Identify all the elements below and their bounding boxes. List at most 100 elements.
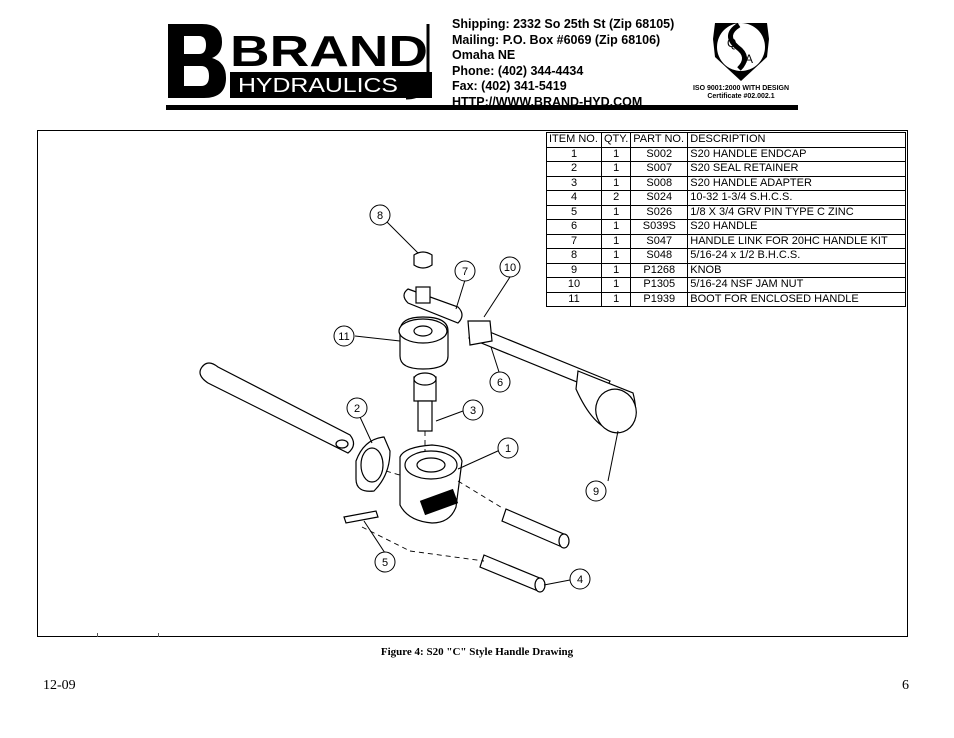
- page-number: 6: [902, 678, 909, 693]
- bom-item-no: 2: [546, 161, 602, 177]
- bom-part-no: S008: [630, 175, 689, 191]
- footer-date: 12-09: [43, 678, 76, 693]
- bom-item-no: 6: [546, 219, 602, 235]
- bom-qty: 1: [600, 219, 632, 235]
- balloon-3: 3: [462, 399, 484, 421]
- bom-header-row: ITEM NO. QTY. PART NO. DESCRIPTION: [546, 132, 907, 148]
- svg-text:4: 4: [577, 574, 583, 586]
- frame-tick: [158, 633, 159, 637]
- mailing-address: Mailing: P.O. Box #6069 (Zip 68106): [452, 32, 661, 47]
- brand-wordmark: BRAND: [230, 27, 428, 76]
- svg-text:10: 10: [504, 262, 516, 274]
- bom-description: 5/16-24 NSF JAM NUT: [687, 277, 907, 293]
- bom-qty: 1: [600, 161, 632, 177]
- svg-text:2: 2: [354, 403, 360, 415]
- balloon-2: 2: [346, 397, 368, 419]
- bom-description: 10-32 1-3/4 S.H.C.S.: [687, 190, 907, 206]
- svg-text:8: 8: [377, 210, 383, 222]
- svg-text:11: 11: [338, 331, 349, 343]
- bom-part-no: P1268: [630, 262, 689, 278]
- bom-part-no: P1305: [630, 277, 689, 293]
- balloon-11: 11: [333, 325, 355, 347]
- bom-item-no: 7: [546, 233, 602, 249]
- city-state: Omaha NE: [452, 48, 516, 62]
- bom-description: HANDLE LINK FOR 20HC HANDLE KIT: [687, 233, 907, 249]
- iso-line-2: Certificate #02.002.1: [707, 93, 775, 100]
- item-balloons: 8 7 10 11 6 2 3 1 9 5 4: [333, 204, 607, 590]
- qa-letter-a: A: [745, 52, 753, 66]
- qa-seal-icon: Q A: [713, 22, 769, 81]
- balloon-5: 5: [374, 551, 396, 573]
- bom-qty: 1: [600, 204, 632, 220]
- brand-subtitle: HYDRAULICS: [238, 75, 398, 97]
- frame-bottom-left: [37, 636, 334, 637]
- balloon-1: 1: [497, 437, 519, 459]
- bom-description: KNOB: [687, 262, 907, 278]
- svg-text:3: 3: [470, 405, 476, 417]
- bom-qty: 1: [600, 175, 632, 191]
- bom-item-no: 11: [546, 291, 602, 307]
- bom-description: 1/8 X 3/4 GRV PIN TYPE C ZINC: [687, 204, 907, 220]
- fax-number: Fax: (402) 341-5419: [452, 79, 567, 93]
- bom-part-no: S039S: [630, 219, 689, 235]
- svg-text:6: 6: [497, 377, 503, 389]
- phone-number: Phone: (402) 344-4434: [452, 63, 584, 78]
- balloon-9: 9: [585, 480, 607, 502]
- bom-item-no: 1: [546, 146, 602, 162]
- bom-header-item-no: ITEM NO.: [546, 132, 602, 148]
- bom-qty: 1: [600, 248, 632, 264]
- iso-certification: ISO 9001:2000 WITH DESIGN Certificate #0…: [676, 85, 806, 101]
- frame-tick: [97, 633, 98, 637]
- balloon-10: 10: [499, 256, 521, 278]
- bom-item-no: 8: [546, 248, 602, 264]
- bom-part-no: S026: [630, 204, 689, 220]
- iso-line-1: ISO 9001:2000 WITH DESIGN: [692, 85, 790, 92]
- header-rule: [166, 105, 798, 110]
- bom-item-no: 10: [546, 277, 602, 293]
- bom-description: BOOT FOR ENCLOSED HANDLE: [687, 291, 907, 307]
- balloon-7: 7: [454, 260, 476, 282]
- bom-description: S20 HANDLE: [687, 219, 907, 235]
- bom-part-no: P1939: [630, 291, 689, 307]
- shipping-address: Shipping: 2332 So 25th St (Zip 68105): [452, 17, 675, 31]
- brand-hydraulics-logo: BRAND HYDRAULICS: [168, 24, 432, 100]
- exploded-assembly-drawing: 8 7 10 11 6 2 3 1 9 5 4: [199, 204, 637, 593]
- bom-qty: 2: [600, 190, 632, 206]
- frame-bottom-right: [334, 636, 907, 637]
- shcs-upper-part: [501, 508, 567, 548]
- bom-qty: 1: [600, 291, 632, 307]
- bom-header-part-no: PART NO.: [630, 132, 689, 148]
- bom-qty: 1: [600, 233, 632, 249]
- figure-caption: Figure 4: S20 "C" Style Handle Drawing: [380, 646, 574, 658]
- bom-item-no: 5: [546, 204, 602, 220]
- balloon-8: 8: [369, 204, 391, 226]
- bom-description: S20 SEAL RETAINER: [687, 161, 907, 177]
- balloon-6: 6: [489, 371, 511, 393]
- svg-text:9: 9: [593, 486, 599, 498]
- bom-qty: 1: [600, 262, 632, 278]
- bom-part-no: S048: [630, 248, 689, 264]
- jam-nut-part: [467, 320, 493, 346]
- balloon-4: 4: [569, 568, 591, 590]
- svg-text:5: 5: [382, 557, 388, 569]
- valve-shaft-part: [199, 362, 355, 454]
- bom-description: 5/16-24 x 1/2 B.H.C.S.: [687, 248, 907, 264]
- bom-description: S20 HANDLE ADAPTER: [687, 175, 907, 191]
- bom-part-no: S002: [630, 146, 689, 162]
- bom-part-no: S024: [630, 190, 689, 206]
- qa-letter-q: Q: [727, 36, 736, 50]
- pin-part: [343, 510, 379, 524]
- bom-item-no: 4: [546, 190, 602, 206]
- bom-qty: 1: [600, 146, 632, 162]
